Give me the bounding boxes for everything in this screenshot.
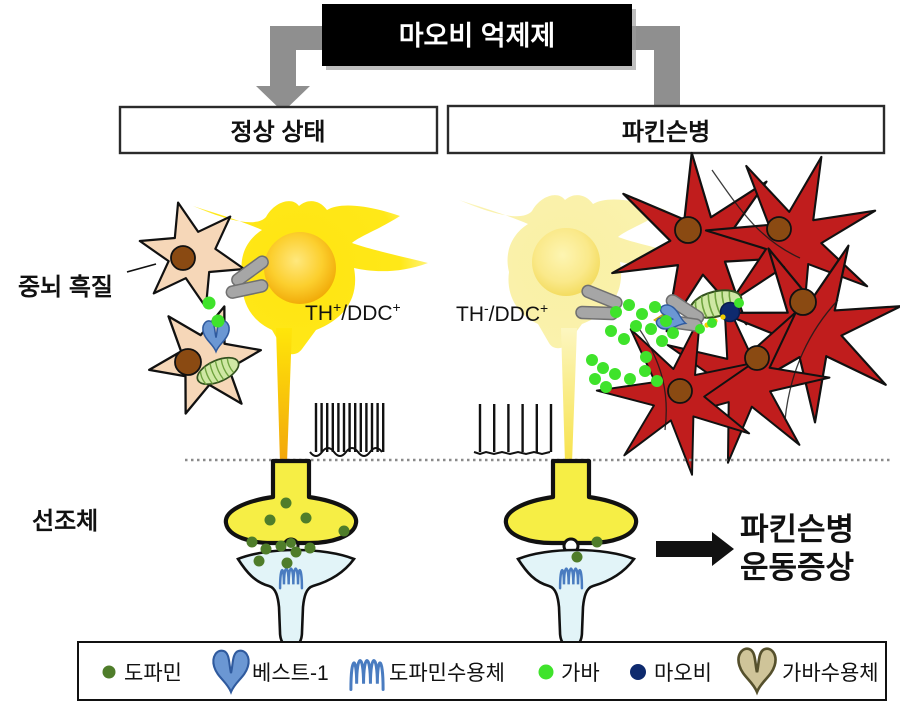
flow-connector-to-parkinsons [632,26,680,107]
maob-icon [630,664,646,680]
astrocyte-normal-lower [139,300,271,420]
nucleus [264,232,336,304]
nucleus [532,228,600,296]
legend-label-gaba-receptor: 가바수용체 [782,662,879,685]
column-box-parkinsons: 파킨슨병 [446,104,886,155]
reactive-astrocyte-cluster [586,124,900,500]
dopamine-dots-parkinsons [571,536,603,563]
legend-label-maob: 마오비 [654,662,712,685]
gaba-released-normal [202,296,225,328]
outcome-arrow [656,532,734,566]
astrocyte-normal-upper [126,194,258,316]
nucleus [667,378,693,404]
flow-arrow-to-normal [256,26,322,112]
nucleus [789,288,817,316]
dopamine-icon [102,665,116,679]
legend-label-dopamine-receptor: 도파민수용체 [389,662,505,685]
gaba-icon [538,664,554,680]
nucleus [174,348,202,376]
gaba-released-parkinsons [586,299,679,393]
outcome-line1: 파킨슨병 [740,512,854,547]
synapse-parkinsons [506,461,636,648]
spike-train-parkinsons [473,404,553,456]
astrocyte-process-lines [639,169,839,431]
title-box: 마오비 억제제 [322,4,636,70]
outcome-line2: 운동증상 [740,550,854,585]
spike-train-normal [309,403,385,457]
legend-label-dopamine: 도파민 [124,662,182,685]
marker-th-ddc-parkinsons: TH-/DDC+ [456,300,548,326]
marker-th-ddc-normal: TH+/DDC+ [305,299,401,325]
dopamine-neuron-parkinsons [459,195,694,463]
title-label: 마오비 억제제 [399,21,556,51]
synapse-normal [226,461,356,648]
legend-label-gaba: 가바 [561,662,600,685]
astrocyte-process [126,263,157,273]
nucleus [744,345,770,371]
column-box-normal: 정상 상태 [118,105,439,155]
axon-parkinsons [561,328,577,463]
nucleus [674,216,702,244]
column-label-parkinsons: 파킨슨병 [622,119,710,146]
nucleus [766,216,792,242]
legend: 도파민 베스트-1 도파민수용체 가바 마오비 가바수용체 [77,641,887,701]
dopamine-dots-normal [246,497,350,569]
dopamine-neuron-normal [193,201,428,463]
legend-label-best1: 베스트-1 [252,662,329,685]
region-label-midbrain: 중뇌 흑질 [18,274,113,301]
nucleus [170,245,196,271]
axon-normal [276,328,292,463]
column-label-normal: 정상 상태 [231,119,326,146]
region-label-striatum: 선조체 [32,508,98,535]
